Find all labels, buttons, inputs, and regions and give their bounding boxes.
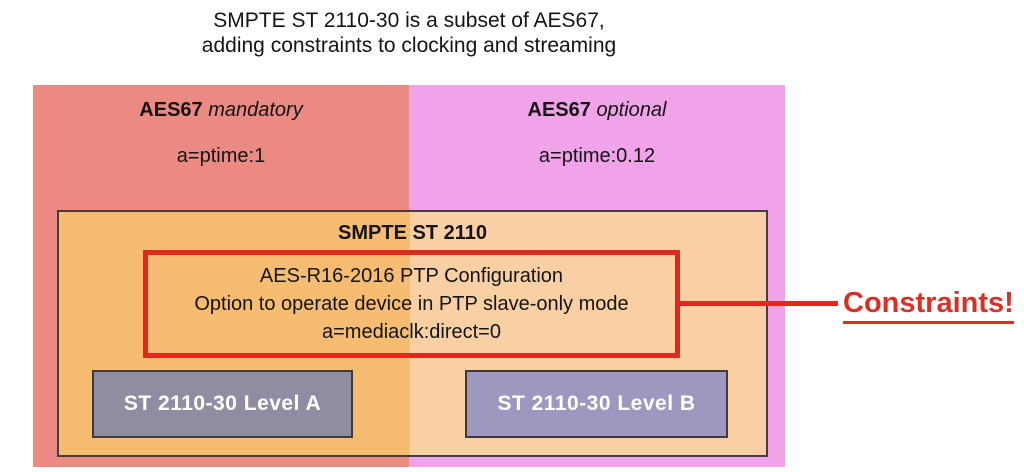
aes67-diagram: AES67 mandatory a=ptime:1 AES67 optional… [33, 85, 785, 467]
smpte-st2110-title: SMPTE ST 2110 [338, 222, 487, 244]
ptp-constraint-box: AES-R16-2016 PTP Configuration Option to… [143, 250, 680, 358]
aes67-mandatory-header: AES67 mandatory [33, 99, 409, 122]
aes67-optional-ptime: a=ptime:0.12 [538, 145, 656, 167]
constraints-connector-line [678, 301, 838, 306]
aes67-mandatory-header-italic: mandatory [208, 99, 303, 121]
ptp-constraint-line2: Option to operate device in PTP slave-on… [194, 293, 629, 315]
st2110-30-level-b-box: ST 2110-30 Level B [465, 370, 728, 438]
aes67-mandatory-header-bold: AES67 [139, 99, 203, 121]
aes67-optional-header-bold: AES67 [527, 99, 591, 121]
aes67-mandatory-ptime: a=ptime:1 [176, 145, 266, 167]
slide-title-line1: SMPTE ST 2110-30 is a subset of AES67, [213, 9, 605, 32]
st2110-30-level-a-box: ST 2110-30 Level A [92, 370, 353, 438]
ptp-constraint-line3: a=mediaclk:direct=0 [322, 321, 501, 343]
smpte-st2110-box: SMPTE ST 2110 AES-R16-2016 PTP Configura… [57, 210, 768, 457]
aes67-optional-header-italic: optional [596, 99, 667, 121]
aes67-optional-header: AES67 optional [409, 99, 785, 122]
slide-title-line2: adding constraints to clocking and strea… [201, 34, 617, 57]
slide-title: SMPTE ST 2110-30 is a subset of AES67, a… [33, 8, 785, 58]
constraints-annotation: Constraints! [843, 287, 1014, 324]
ptp-constraint-line1: AES-R16-2016 PTP Configuration [259, 265, 564, 287]
